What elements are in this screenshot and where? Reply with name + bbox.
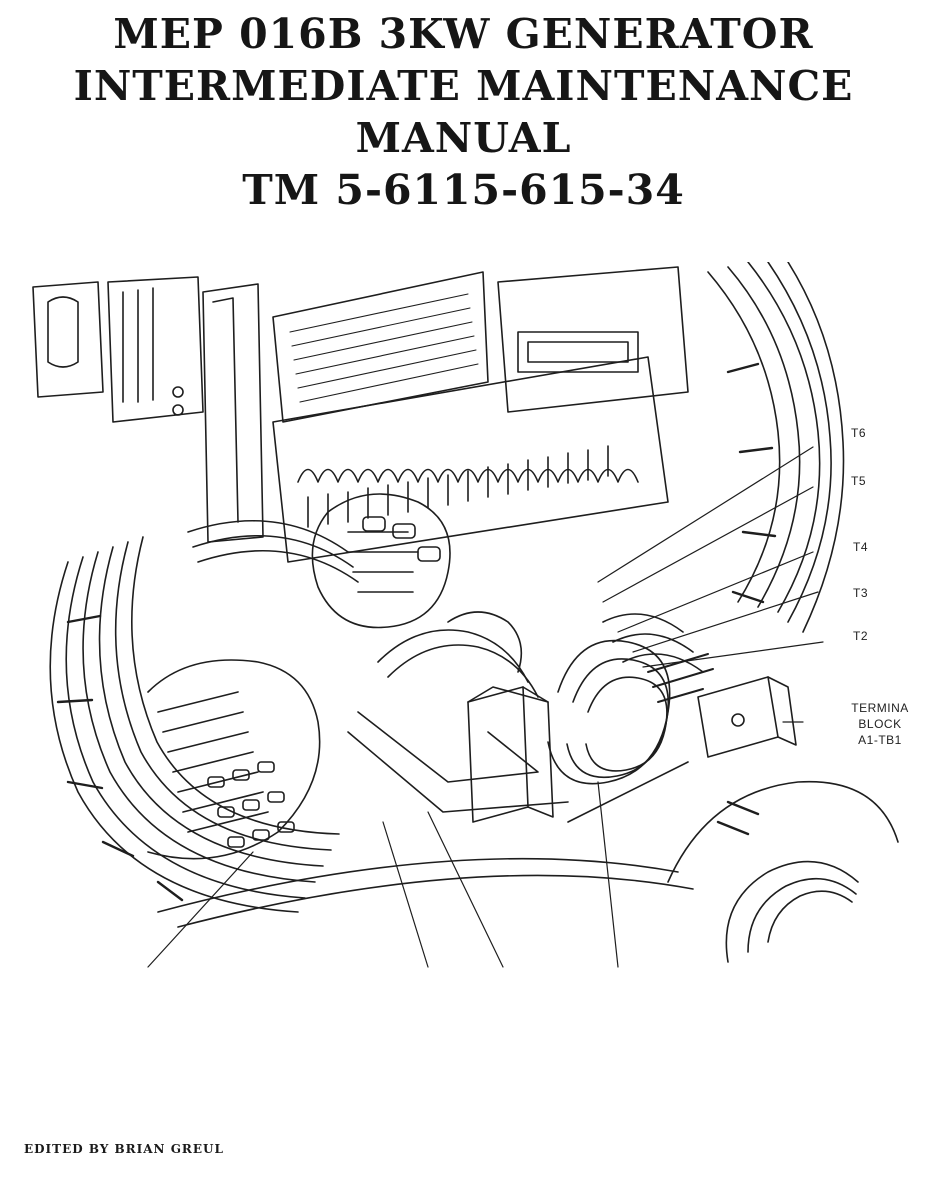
callout-t3: T3 [853,586,869,600]
cover-title: MEP 016B 3KW GENERATOR INTERMEDIATE MAIN… [0,8,927,216]
callout-t4: T4 [853,540,869,554]
title-line-2: INTERMEDIATE MAINTENANCE [73,62,854,110]
terminal-block-label-line-2: BLOCK [858,717,902,731]
title-line-4: TM 5-6115-615-34 [242,166,685,214]
generator-wiring-illustration [32,262,899,968]
terminal-block-label-line-3: A1-TB1 [858,733,902,747]
instruction-plate [272,271,489,423]
leader-lines [147,446,824,968]
terminal-block-a1-tb1 [697,676,779,758]
callout-t2: T2 [853,629,869,643]
capacitor-box [467,686,529,823]
callout-t6: T6 [851,426,867,440]
editor-credit: EDITED BY BRIAN GREUL [24,1142,224,1156]
terminal-block-label: TERMINA BLOCK A1-TB1 [838,700,922,748]
callout-t5: T5 [851,474,867,488]
left-housing [32,281,104,398]
title-line-1: MEP 016B 3KW GENERATOR [113,10,814,58]
title-line-3: MANUAL [355,114,572,162]
terminal-block-label-line-1: TERMINA [851,701,909,715]
bracket-panel [107,276,204,423]
